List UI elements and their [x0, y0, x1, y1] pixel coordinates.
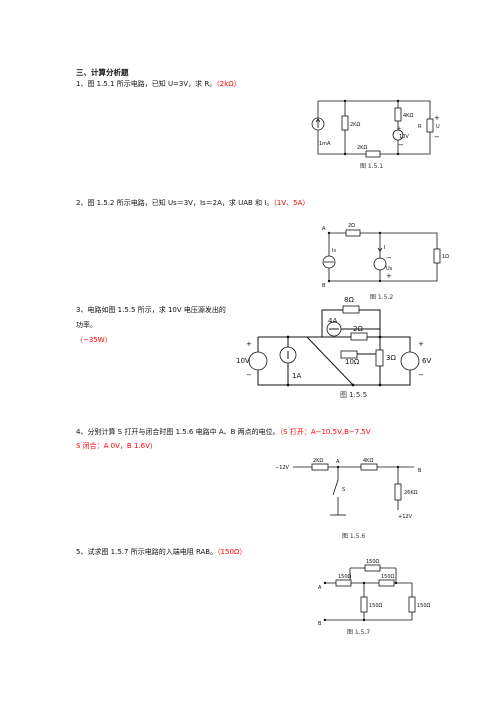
label-a: A — [318, 585, 322, 591]
label-4a: 4A — [328, 317, 337, 325]
label-r-left: 150Ω — [338, 574, 352, 580]
resistor-2k-horizontal — [365, 150, 381, 158]
label-r-far: 150Ω — [417, 603, 431, 609]
label-10v-plus: + — [397, 126, 401, 132]
label-10v: 10V — [236, 357, 250, 365]
resistor-2ohm — [345, 229, 361, 237]
label-r-mid: 150Ω — [369, 603, 383, 609]
question-5: 5、试求图 1.5.7 所示电路的入端电阻 RAB。（150Ω） — [76, 548, 246, 557]
resistor-r — [426, 118, 434, 133]
question-3-answer: （−35W） — [76, 336, 112, 344]
label-r: R — [418, 124, 422, 130]
label-2k: 2KΩ — [313, 458, 323, 464]
resistor-2k — [311, 463, 329, 471]
label-1ohm: 1Ω — [442, 254, 449, 260]
label-4k: 4KΩ — [363, 458, 373, 464]
label-s: S — [342, 487, 345, 493]
label-6v: 6V — [422, 357, 431, 365]
caption-1-5-2: 图 1.5.2 — [370, 294, 394, 301]
question-3-line-2: 功率。 — [76, 321, 97, 329]
resistor-far-150 — [408, 596, 416, 613]
label-2k-horizontal: 2KΩ — [357, 145, 367, 151]
label-b: B — [418, 468, 422, 474]
label-8ohm: 8Ω — [344, 296, 354, 304]
resistor-left-150 — [335, 579, 352, 587]
label-1a: 1A — [292, 372, 301, 380]
voltage-source-us-icon — [373, 257, 387, 271]
label-3ohm: 3Ω — [386, 354, 396, 362]
switch-s — [332, 479, 339, 496]
label-us-plus: + — [386, 272, 392, 280]
resistor-4k — [394, 107, 402, 122]
label-6v-plus: + — [418, 340, 424, 348]
question-2-answer: （1V、5A） — [273, 199, 310, 207]
label-u-minus: − — [434, 133, 440, 141]
label-10v-minus: − — [398, 141, 404, 149]
resistor-1ohm — [433, 248, 441, 264]
label-i: I — [384, 245, 385, 251]
label-neg12v: −12V — [275, 465, 290, 471]
question-1-text: 1、图 1.5.1 所示电路，已知 U=3V，求 R。 — [76, 80, 217, 88]
label-10v-minus: − — [246, 371, 252, 379]
label-4k: 4KΩ — [403, 113, 413, 119]
label-us: Us — [386, 266, 393, 272]
label-r-top: 150Ω — [366, 559, 380, 565]
label-26k: 26KΩ — [404, 490, 418, 496]
resistor-26k — [394, 483, 402, 501]
voltage-source-6v-icon — [400, 351, 420, 371]
resistor-right-150 — [378, 579, 395, 587]
question-4-answer-1: （S 打开：A−10.5V,B−7.5V — [279, 428, 371, 436]
label-a: A — [336, 459, 340, 465]
resistor-4k — [360, 463, 378, 471]
caption-1-5-6: 图 1.5.6 — [342, 533, 366, 540]
label-6v-minus: − — [418, 371, 424, 379]
voltage-source-10v-icon — [248, 351, 268, 371]
label-u: U — [436, 124, 440, 130]
resistor-top-150 — [364, 564, 381, 572]
resistor-2k-vertical — [341, 115, 349, 131]
question-4-text: 4、分别计算 S 打开与闭合时图 1.5.6 电路中 A、B 两点的电位。 — [76, 428, 280, 436]
question-4-line-1: 4、分别计算 S 打开与闭合时图 1.5.6 电路中 A、B 两点的电位。（S … — [76, 428, 371, 437]
label-a: A — [322, 226, 326, 232]
caption-1-5-5: 图 1.5.5 — [340, 391, 368, 399]
label-b: B — [322, 283, 326, 289]
question-2: 2、图 1.5.2 所示电路，已知 Us＝3V，Is＝2A，求 UAB 和 I。… — [76, 199, 309, 208]
question-2-text: 2、图 1.5.2 所示电路，已知 Us＝3V，Is＝2A，求 UAB 和 I。 — [76, 199, 274, 207]
label-u-plus: + — [434, 114, 440, 122]
label-pos12v: +12V — [398, 514, 413, 520]
label-2ohm: 2Ω — [348, 223, 355, 229]
question-5-text: 5、试求图 1.5.7 所示电路的入端电阻 RAB。 — [76, 548, 218, 556]
resistor-8ohm — [342, 305, 360, 314]
resistor-mid-150 — [360, 596, 368, 613]
label-10v-plus: + — [246, 340, 252, 348]
question-4-answer-2: S 闭合：A 0V，B 1.6V） — [76, 442, 157, 450]
caption-1-5-1: 图 1.5.1 — [360, 163, 384, 170]
label-is: Is — [332, 248, 336, 254]
voltage-source-10v-icon — [392, 129, 404, 141]
label-10ohm: 10Ω — [345, 358, 360, 366]
question-3-line-1: 3、电路如图 1.5.5 所示，求 10V 电压源发出的 — [76, 306, 226, 314]
question-1: 1、图 1.5.1 所示电路，已知 U=3V，求 R。（2kΩ） — [76, 80, 241, 89]
caption-1-5-7: 图 1.5.7 — [347, 629, 371, 636]
resistor-3ohm — [375, 349, 384, 367]
question-1-answer: （2kΩ） — [216, 80, 241, 88]
label-us-minus: − — [386, 254, 392, 262]
label-1ma: 1mA — [319, 141, 331, 147]
label-2k-vertical: 2KΩ — [350, 122, 360, 128]
label-10v: 10V — [399, 134, 409, 140]
section-title: 三、计算分析题 — [76, 68, 129, 77]
label-r-right: 150Ω — [381, 574, 395, 580]
resistor-2ohm — [350, 332, 368, 341]
label-2ohm: 2Ω — [353, 325, 363, 333]
label-b: B — [318, 621, 322, 627]
question-5-answer: （150Ω） — [217, 548, 247, 556]
